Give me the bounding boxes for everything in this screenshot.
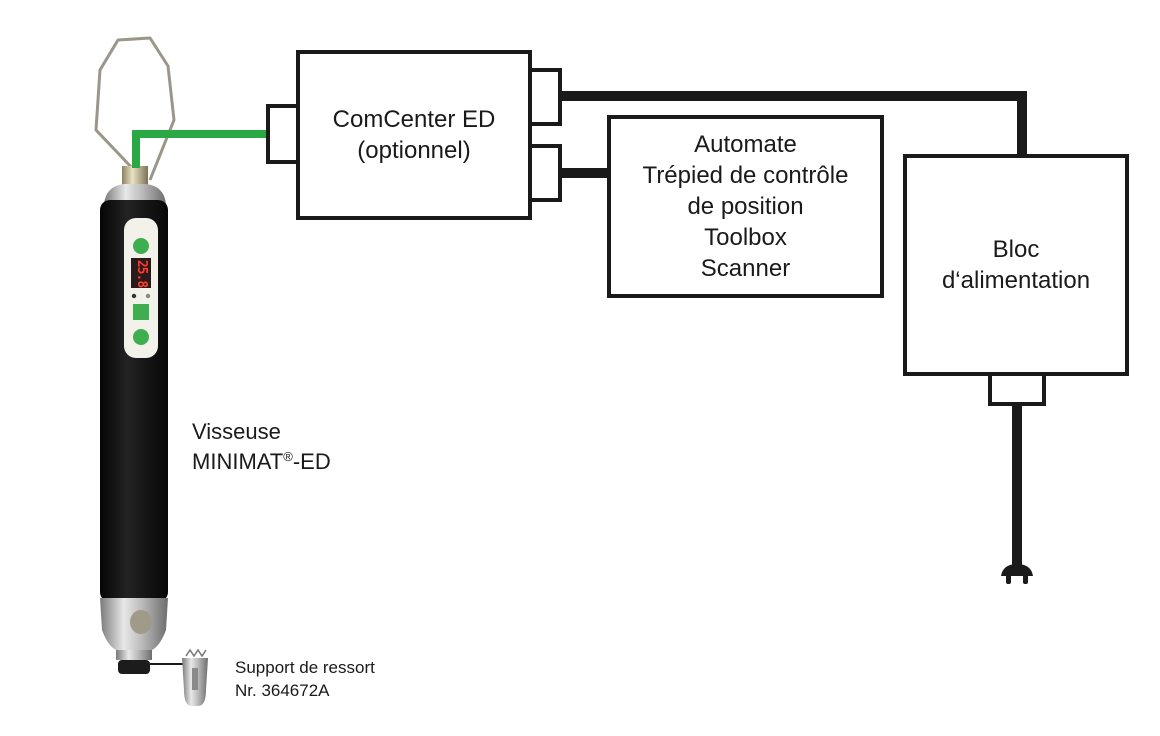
- comcenter-label: ComCenter ED (optionnel): [333, 104, 496, 166]
- spring-holder-slot: [192, 668, 198, 690]
- spring-holder-part-number: Nr. 364672A: [235, 681, 330, 700]
- power-cable: [560, 91, 1027, 158]
- tool-top-connector: [122, 166, 148, 186]
- peripheral-toolbox: Toolbox: [704, 224, 787, 251]
- comcenter-name: ComCenter ED: [332, 106, 496, 133]
- comcenter-output-port-1: [526, 68, 562, 126]
- tool-button-bottom: [133, 329, 149, 345]
- spring-holder-name: Support de ressort: [235, 658, 375, 677]
- tool-led-left: [131, 293, 137, 299]
- power-supply-line1: Bloc: [992, 236, 1040, 263]
- tool-bit-holder: [118, 660, 150, 674]
- peripheral-plc: Automate: [694, 131, 797, 158]
- registered-mark: ®: [283, 449, 293, 464]
- hanger-bail: [94, 36, 176, 181]
- peripheral-scanner: Scanner: [700, 255, 791, 282]
- peripheral-position-stand-cont: de position: [687, 193, 804, 220]
- power-supply-box: Bloc d‘alimentation: [903, 154, 1129, 376]
- tool-nose-ring: [116, 650, 152, 660]
- tool-top-cap: [104, 184, 166, 204]
- tool-label: Visseuse MINIMAT®-ED: [192, 417, 331, 477]
- tool-model-name: MINIMAT: [192, 449, 284, 474]
- peripheral-position-stand: Trépied de contrôle: [642, 162, 849, 189]
- spring-holder-label: Support de ressort Nr. 364672A: [235, 656, 375, 702]
- tool-label-line2: MINIMAT®-ED: [192, 447, 331, 477]
- peripherals-box: Automate Trépied de contrôle de position…: [607, 115, 884, 298]
- tool-button-top: [133, 238, 149, 254]
- mains-plug-icon: [1001, 564, 1033, 584]
- power-supply-label: Bloc d‘alimentation: [942, 234, 1090, 296]
- tool-display-readout: 25.8: [134, 259, 150, 288]
- tool-nose-port: [130, 610, 152, 634]
- comcenter-box: ComCenter ED (optionnel): [296, 50, 532, 220]
- tool-cable: [132, 130, 270, 168]
- comcenter-input-port: [266, 104, 300, 164]
- tool-button-middle: [133, 304, 149, 320]
- spring-coil: [185, 648, 207, 658]
- tool-led-right: [145, 293, 151, 299]
- tool-model-suffix: -ED: [292, 449, 331, 474]
- comcenter-output-port-2: [526, 144, 562, 202]
- power-supply-output-port: [988, 370, 1046, 406]
- power-supply-line2: d‘alimentation: [941, 267, 1091, 294]
- comcenter-optional: (optionnel): [357, 137, 471, 164]
- tool-label-line1: Visseuse: [192, 419, 281, 444]
- tool-display: [131, 258, 151, 288]
- peripherals-label: Automate Trépied de contrôle de position…: [643, 129, 849, 284]
